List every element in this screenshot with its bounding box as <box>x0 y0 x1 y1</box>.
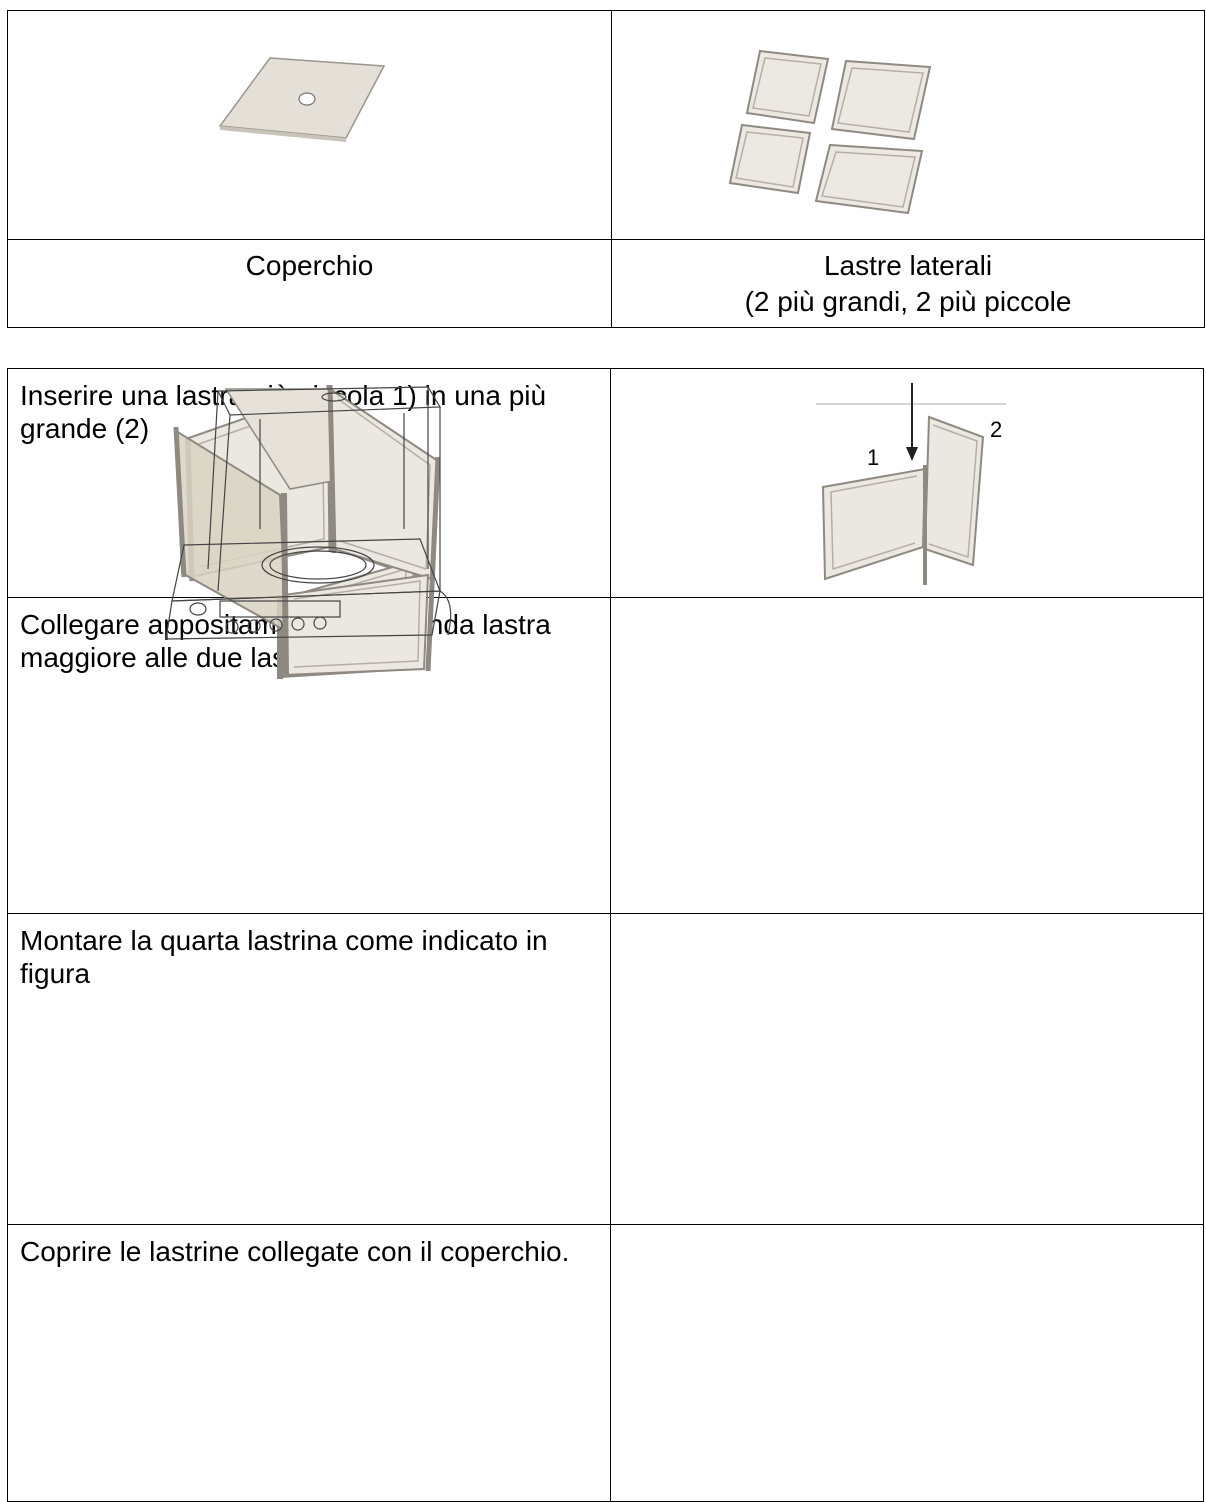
side-plates-illustration <box>728 49 932 215</box>
step-2-text-cell: Collegare appositamente la seconda lastr… <box>7 597 611 914</box>
plate-label-2: 2 <box>990 417 1003 442</box>
balance-with-cover-illustration <box>164 385 451 640</box>
step-3-figure-cell <box>173 384 1204 1225</box>
plate-label-1: 1 <box>867 445 880 470</box>
step-2-figure-cell <box>184 384 1204 914</box>
side-plates-caption-line2: (2 più grandi, 2 più piccole <box>744 286 1072 317</box>
step-3-text-cell: Montare la quarta lastrina come indicato… <box>7 913 611 1225</box>
side-plates-caption-line1: Lastre laterali <box>823 250 993 281</box>
step-row: Coprire le lastrine collegate con il cop… <box>7 385 1204 1502</box>
step-row: Montare la quarta lastrina come indicato… <box>7 384 1204 1225</box>
lid-caption-cell: Coperchio <box>7 239 612 328</box>
four-plates-illustration <box>173 384 440 677</box>
step-3-text: Montare la quarta lastrina come indicato… <box>20 925 548 989</box>
insert-plates-illustration <box>816 383 1006 585</box>
side-plates-caption-cell: Lastre laterali (2 più grandi, 2 più pic… <box>611 239 1205 328</box>
step-1-figure-cell: 1 2 <box>610 368 1204 598</box>
components-table: Coperchio Lastre laterali (2 più grandi,… <box>7 10 1205 328</box>
side-plates-image-cell <box>611 10 1205 240</box>
assembly-steps-table: Inserire una lastra più piccola 1) in un… <box>7 368 1204 1502</box>
step-4-text-cell: Coprire le lastrine collegate con il cop… <box>7 1224 611 1502</box>
lid-illustration <box>218 57 386 142</box>
step-4-figure-cell <box>164 385 1204 1502</box>
lid-image-cell <box>7 10 612 240</box>
step-4-text: Coprire le lastrine collegate con il cop… <box>20 1236 570 1267</box>
lid-caption: Coperchio <box>245 250 374 281</box>
